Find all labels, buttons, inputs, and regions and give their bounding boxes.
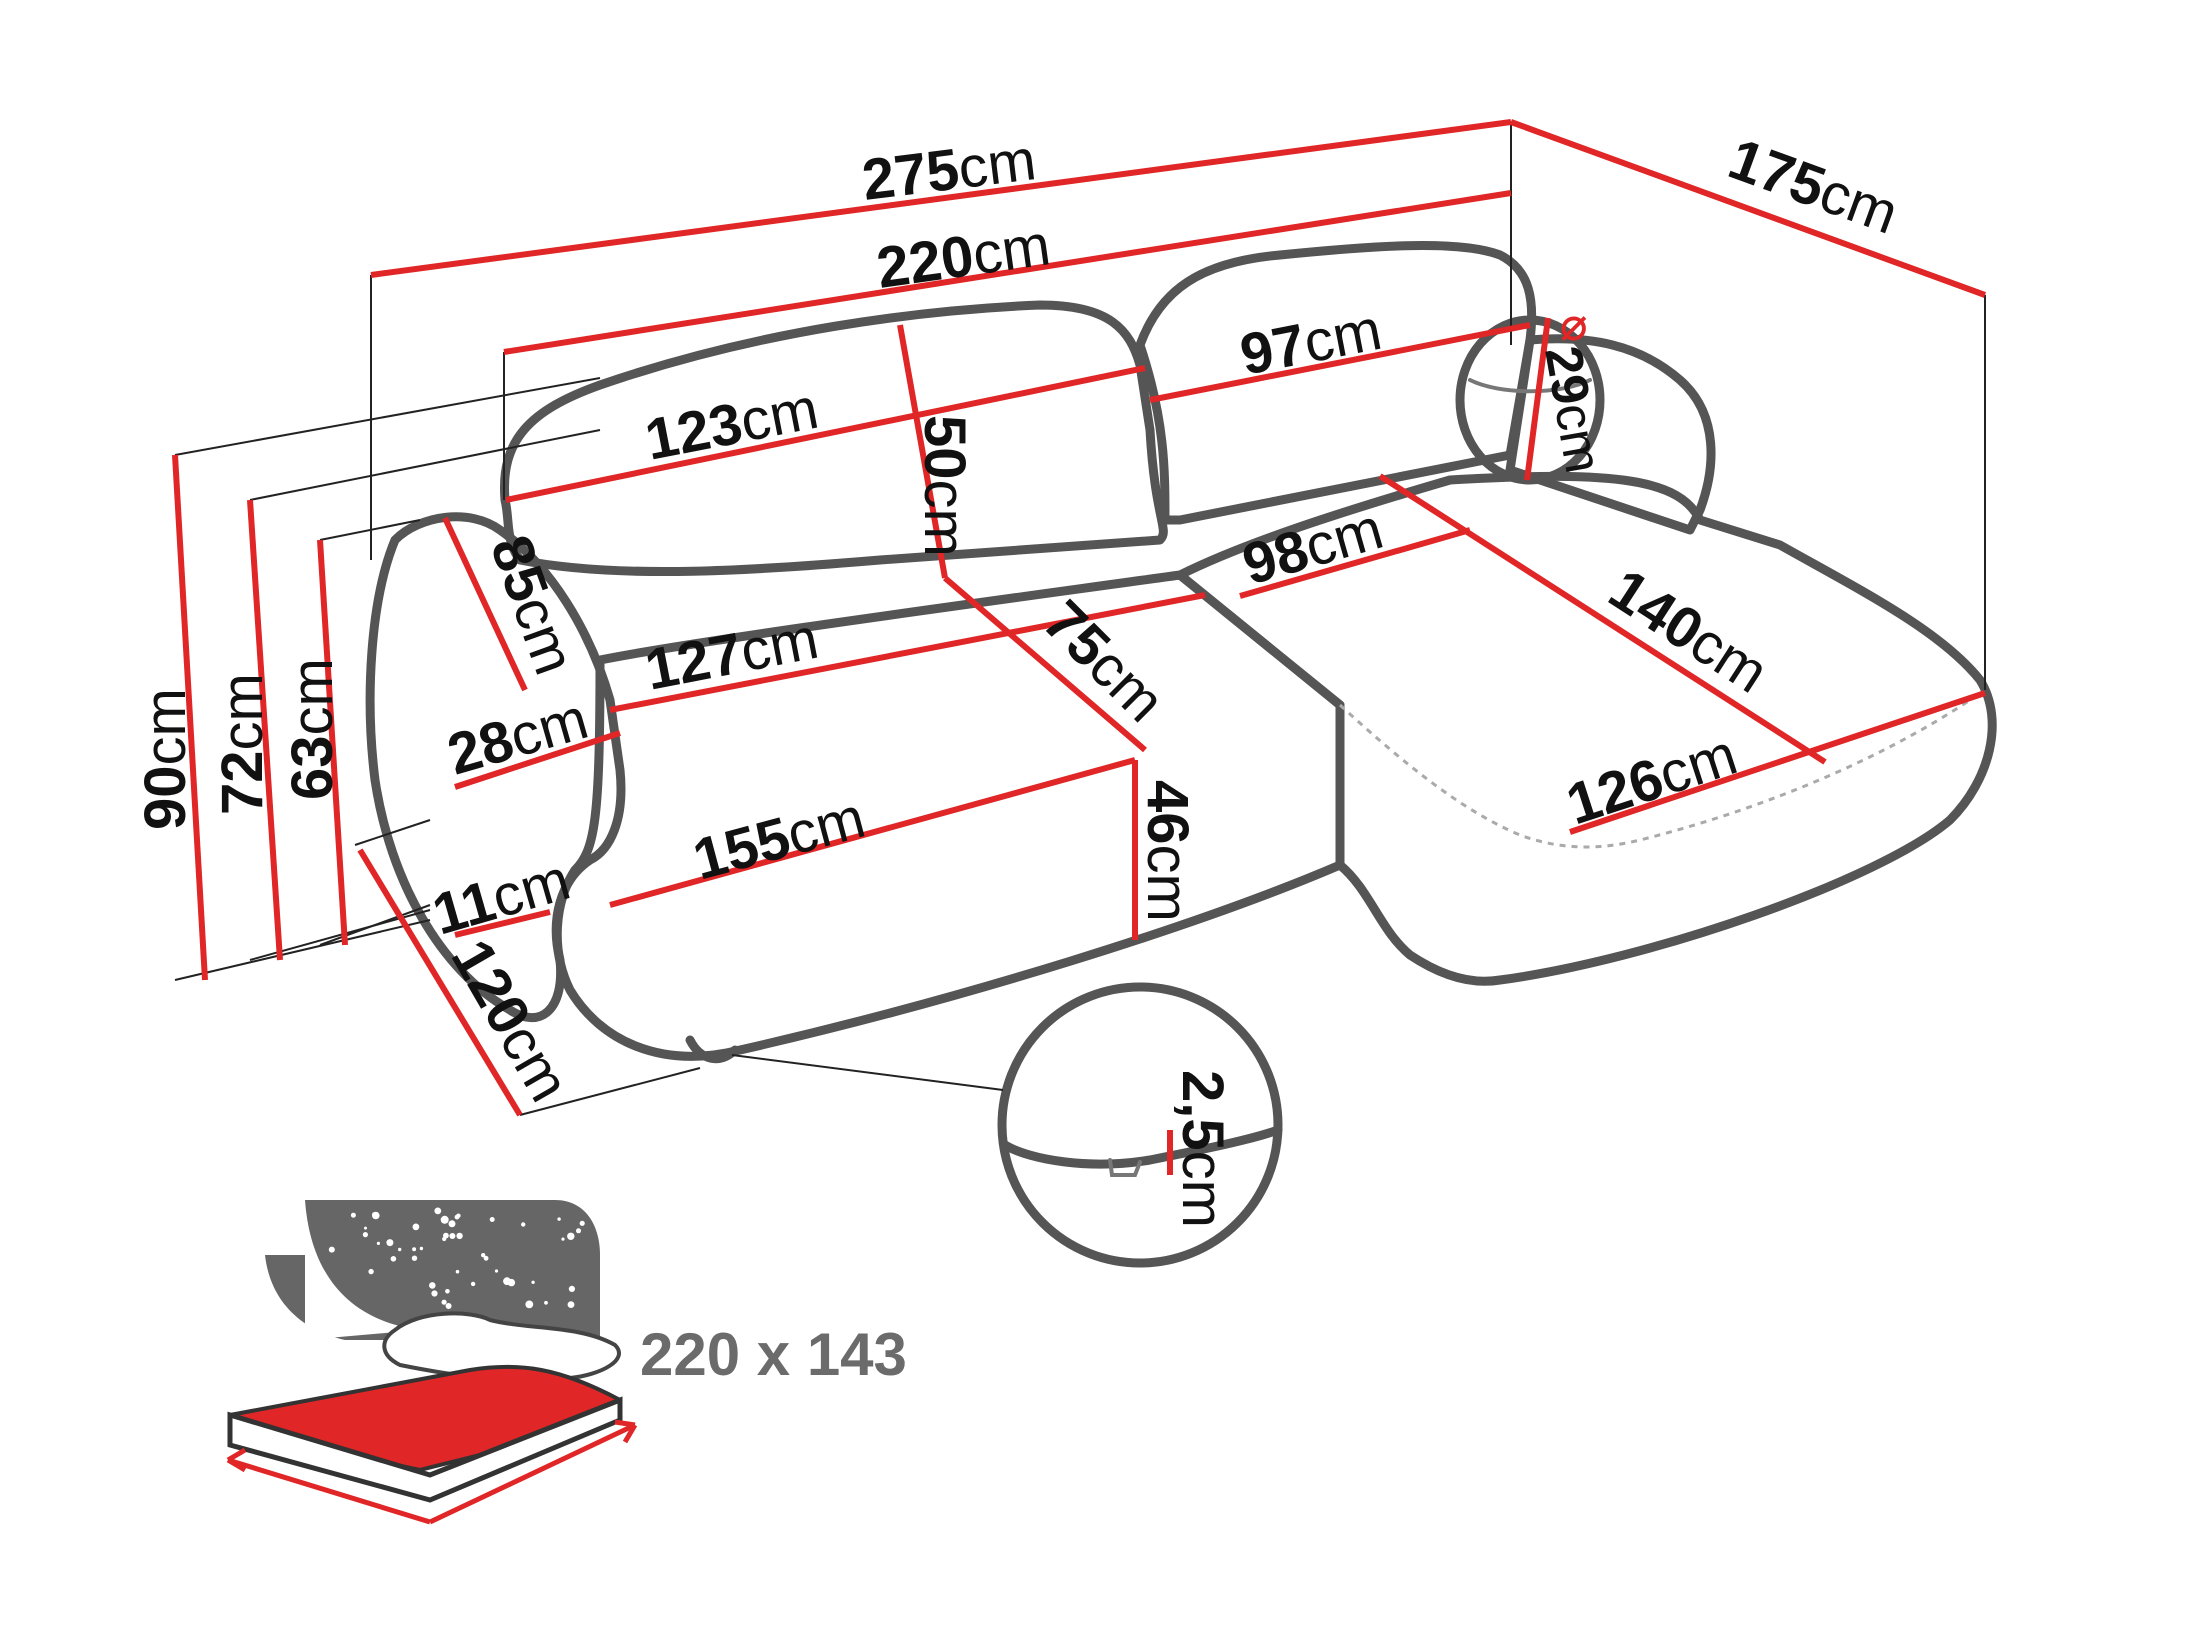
star-icon — [525, 1300, 534, 1309]
label-98: 98cm — [1236, 496, 1390, 598]
star-icon — [350, 1212, 356, 1218]
dim-line-90 — [172, 454, 208, 981]
star-icon — [440, 1215, 449, 1224]
label-220: 220cm — [873, 212, 1054, 301]
label-155: 155cm — [687, 785, 872, 893]
star-icon — [362, 1232, 368, 1238]
dim-line-175 — [1509, 119, 1987, 298]
star-icon — [386, 1239, 394, 1247]
star-icon — [544, 1300, 548, 1305]
label-175: 175cm — [1721, 126, 1907, 247]
bed-with-night-sky-icon — [226, 1200, 638, 1525]
star-icon — [521, 1222, 526, 1227]
star-icon — [390, 1256, 397, 1262]
label-275: 275cm — [859, 127, 1040, 213]
dimension-lines — [172, 119, 1987, 1175]
star-icon — [483, 1255, 489, 1261]
star-icon — [364, 1226, 367, 1230]
dim-line-28 — [454, 730, 621, 790]
star-icon — [429, 1282, 436, 1289]
star-icon — [456, 1232, 463, 1240]
dim-line-85 — [442, 516, 528, 692]
label-123: 123cm — [640, 376, 823, 473]
star-icon — [576, 1228, 581, 1234]
dim-line-29 — [1524, 317, 1551, 481]
dim-line-123 — [505, 365, 1146, 503]
label-28: 28cm — [441, 686, 595, 788]
dim-line-75 — [943, 575, 1147, 753]
dim-line-120 — [357, 848, 523, 1117]
star-icon — [481, 1253, 486, 1258]
label-diameter-symbol: ⌀ — [1560, 298, 1588, 350]
star-icon — [470, 1281, 476, 1287]
dim-line-11 — [454, 909, 551, 938]
label-46: 46cm — [1135, 780, 1200, 922]
star-icon — [445, 1289, 450, 1294]
star-icon — [398, 1247, 402, 1252]
star-icon — [494, 1269, 499, 1273]
dim-line-275 — [370, 119, 1512, 278]
label-72: 72cm — [210, 673, 275, 815]
label-126: 126cm — [1559, 722, 1745, 838]
dim-line-127 — [609, 592, 1206, 713]
star-icon — [328, 1246, 335, 1253]
dim-line-126 — [1569, 690, 1986, 835]
star-icon — [372, 1212, 376, 1216]
label-90: 90cm — [133, 688, 198, 830]
dim-line-155 — [609, 757, 1136, 908]
dim-line-63 — [317, 539, 348, 946]
label-29: 29cm — [1533, 342, 1612, 477]
dim-line-98 — [1239, 527, 1471, 599]
star-icon — [441, 1299, 447, 1305]
dim-line-97 — [1149, 322, 1531, 403]
label-50: 50cm — [912, 415, 977, 557]
label-63: 63cm — [280, 658, 345, 800]
star-icon — [567, 1301, 575, 1308]
star-icon — [454, 1214, 460, 1220]
star-icon — [507, 1278, 516, 1287]
sofa-outline — [365, 241, 1997, 1268]
star-icon — [489, 1217, 495, 1222]
star-icon — [368, 1268, 374, 1275]
star-icon — [455, 1269, 460, 1274]
star-icon — [579, 1220, 585, 1226]
star-icon — [442, 1236, 447, 1242]
star-icon — [431, 1290, 438, 1297]
star-icon — [567, 1232, 575, 1241]
star-icon — [376, 1241, 380, 1245]
star-icon — [412, 1223, 420, 1231]
star-icon — [445, 1303, 452, 1309]
sleeping-area-label: 220 x 143 — [640, 1321, 907, 1388]
star-icon — [419, 1246, 424, 1251]
label-97: 97cm — [1235, 297, 1387, 388]
star-icon — [434, 1207, 442, 1215]
dim-line-220 — [503, 190, 1512, 355]
dim-line-72 — [247, 499, 283, 961]
star-icon — [557, 1217, 561, 1221]
star-icon — [561, 1237, 565, 1241]
dim-line-50 — [897, 324, 948, 579]
star-icon — [412, 1247, 417, 1252]
night-stars — [328, 1207, 585, 1309]
star-icon — [449, 1233, 456, 1239]
star-icon — [448, 1220, 456, 1228]
star-icon — [568, 1285, 576, 1292]
dim-line-140 — [1378, 473, 1827, 765]
label-2-5: 2,5cm — [1170, 1070, 1235, 1228]
star-icon — [531, 1280, 535, 1285]
star-icon — [411, 1255, 418, 1261]
